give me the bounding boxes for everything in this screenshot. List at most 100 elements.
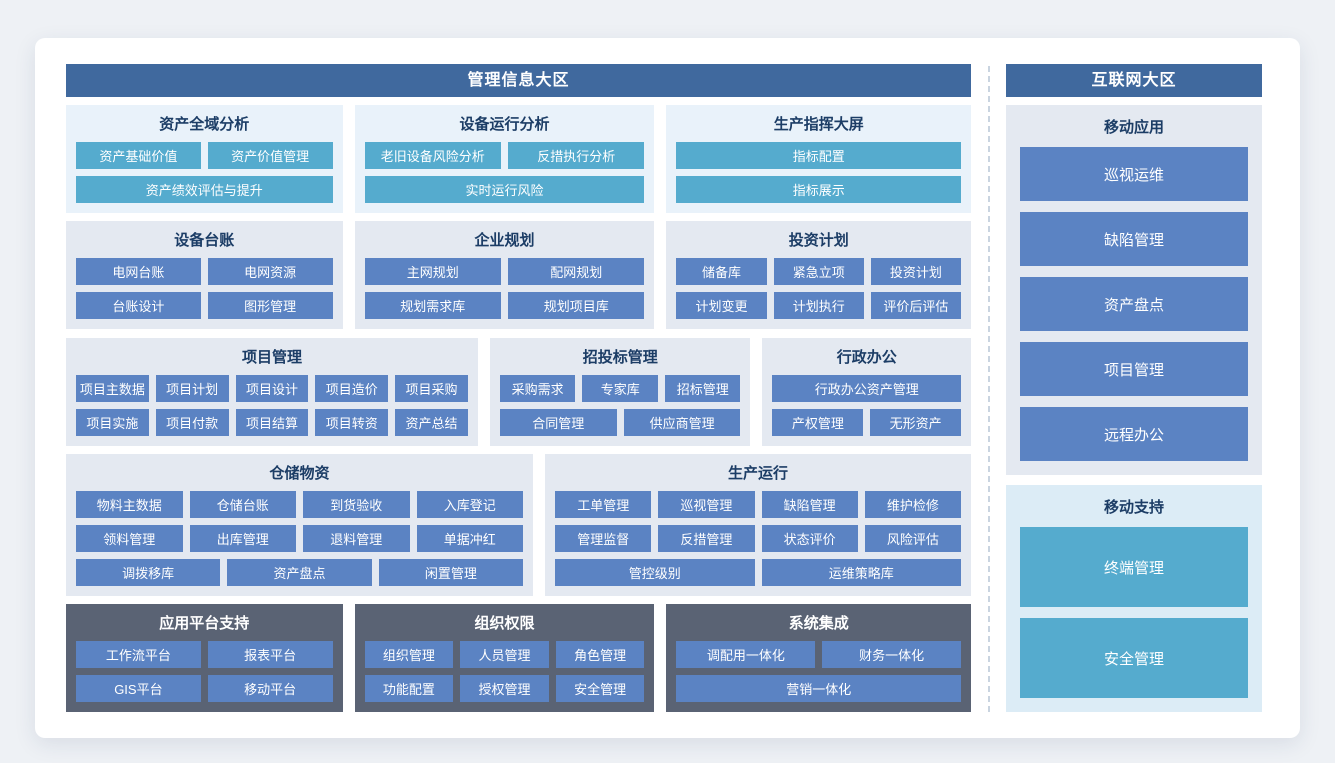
module-button[interactable]: 物料主数据 [76, 490, 183, 518]
module-button[interactable]: 安全管理 [555, 675, 645, 702]
module-button[interactable]: 营销一体化 [676, 675, 961, 702]
module-button[interactable]: 电网资源 [207, 258, 333, 286]
module-button[interactable]: 规划项目库 [508, 292, 645, 320]
module-group-panel: 生产指挥大屏指标配置指标展示 [666, 105, 971, 213]
module-button[interactable]: 专家库 [582, 374, 658, 402]
module-button[interactable]: 组织管理 [364, 641, 454, 668]
module-button-rows: 项目主数据项目计划项目设计项目造价项目采购项目实施项目付款项目结算项目转资资产总… [76, 374, 468, 436]
module-button[interactable]: 资产价值管理 [207, 142, 333, 169]
module-button[interactable]: 计划变更 [676, 292, 767, 320]
module-button[interactable]: 维护检修 [864, 490, 962, 518]
module-button[interactable]: 领料管理 [76, 524, 183, 552]
module-button[interactable]: 项目造价 [315, 374, 389, 402]
module-button[interactable]: 指标配置 [676, 142, 961, 169]
management-info-zone: 管理信息大区 资产全域分析资产基础价值资产价值管理资产绩效评估与提升设备运行分析… [66, 64, 971, 712]
module-button[interactable]: 出库管理 [189, 524, 297, 552]
module-button[interactable]: 项目设计 [235, 374, 309, 402]
module-button[interactable]: 工单管理 [555, 490, 652, 518]
module-group-title: 系统集成 [788, 615, 849, 632]
module-button[interactable]: 退料管理 [303, 524, 410, 552]
module-button[interactable]: 管理监督 [555, 524, 652, 552]
module-button[interactable]: 资产盘点 [227, 558, 372, 586]
module-button-rows: 工单管理巡视管理缺陷管理维护检修管理监督反措管理状态评价风险评估管控级别运维策略… [555, 490, 962, 586]
module-button[interactable]: 项目管理 [1020, 342, 1248, 396]
module-button[interactable]: 终端管理 [1020, 527, 1248, 607]
module-button-rows: 物料主数据仓储台账到货验收入库登记领料管理出库管理退料管理单据冲红调拨移库资产盘… [76, 490, 524, 586]
module-button[interactable]: 项目结算 [235, 408, 309, 436]
module-button[interactable]: 功能配置 [364, 675, 454, 702]
module-button[interactable]: GIS平台 [76, 675, 201, 702]
module-button[interactable]: 调拨移库 [76, 558, 221, 586]
module-group-title: 投资计划 [788, 232, 849, 250]
module-button[interactable]: 无形资产 [870, 408, 961, 436]
module-button[interactable]: 报表平台 [207, 641, 333, 668]
module-group-panel: 行政办公行政办公资产管理产权管理无形资产 [762, 337, 971, 446]
module-group-title: 生产指挥大屏 [773, 116, 864, 133]
module-button[interactable]: 资产盘点 [1020, 277, 1248, 331]
module-button[interactable]: 计划执行 [773, 292, 864, 320]
module-button-rows: 老旧设备风险分析反措执行分析实时运行风险 [364, 142, 645, 203]
module-button-rows: 终端管理安全管理 [1020, 527, 1248, 698]
module-button[interactable]: 工作流平台 [76, 641, 201, 668]
module-button[interactable]: 闲置管理 [378, 558, 524, 586]
module-button[interactable]: 老旧设备风险分析 [364, 142, 502, 169]
module-button-row: 项目主数据项目计划项目设计项目造价项目采购 [76, 374, 468, 402]
module-button[interactable]: 储备库 [676, 258, 767, 286]
module-button-row: 管控级别运维策略库 [555, 558, 962, 586]
module-button[interactable]: 规划需求库 [364, 292, 502, 320]
module-button[interactable]: 安全管理 [1020, 618, 1248, 698]
module-button[interactable]: 配网规划 [508, 258, 645, 286]
module-button[interactable]: 项目计划 [155, 374, 229, 402]
module-button[interactable]: 单据冲红 [416, 524, 524, 552]
module-button[interactable]: 管控级别 [555, 558, 755, 586]
internet-zone: 互联网大区 移动应用巡视运维缺陷管理资产盘点项目管理远程办公移动支持终端管理安全… [1006, 64, 1262, 712]
module-button-row: 规划需求库规划项目库 [364, 292, 645, 320]
module-button[interactable]: 仓储台账 [189, 490, 297, 518]
module-button-row: 老旧设备风险分析反措执行分析 [364, 142, 645, 169]
module-button[interactable]: 项目实施 [76, 408, 149, 436]
module-button-row: 产权管理无形资产 [772, 408, 961, 436]
module-button[interactable]: 采购需求 [499, 374, 576, 402]
module-button[interactable]: 资产总结 [395, 408, 468, 436]
module-button[interactable]: 项目主数据 [76, 374, 149, 402]
module-button[interactable]: 资产基础价值 [76, 142, 201, 169]
module-button[interactable]: 项目采购 [395, 374, 468, 402]
module-button[interactable]: 到货验收 [303, 490, 410, 518]
module-button[interactable]: 角色管理 [555, 641, 645, 668]
module-button[interactable]: 评价后评估 [870, 292, 962, 320]
module-button[interactable]: 项目付款 [155, 408, 229, 436]
module-button[interactable]: 合同管理 [499, 408, 617, 436]
module-button[interactable]: 远程办公 [1020, 407, 1248, 461]
module-button[interactable]: 移动平台 [207, 675, 333, 702]
module-button[interactable]: 供应商管理 [623, 408, 741, 436]
module-button[interactable]: 调配用一体化 [676, 641, 816, 668]
module-button-row: 资产绩效评估与提升 [76, 176, 333, 203]
module-button[interactable]: 缺陷管理 [1020, 212, 1248, 266]
module-button[interactable]: 资产绩效评估与提升 [76, 176, 333, 203]
module-button[interactable]: 反措管理 [658, 524, 755, 552]
module-button[interactable]: 授权管理 [460, 675, 549, 702]
module-group-title: 组织权限 [474, 615, 535, 632]
module-button[interactable]: 行政办公资产管理 [772, 374, 961, 402]
module-button[interactable]: 运维策略库 [761, 558, 962, 586]
module-button[interactable]: 状态评价 [761, 524, 858, 552]
module-button[interactable]: 巡视管理 [658, 490, 755, 518]
module-button[interactable]: 入库登记 [416, 490, 524, 518]
module-button[interactable]: 主网规划 [364, 258, 502, 286]
module-button[interactable]: 巡视运维 [1020, 147, 1248, 201]
module-button[interactable]: 图形管理 [207, 292, 333, 320]
module-button[interactable]: 财务一体化 [822, 641, 962, 668]
module-button[interactable]: 产权管理 [772, 408, 864, 436]
module-button[interactable]: 缺陷管理 [761, 490, 858, 518]
module-button[interactable]: 紧急立项 [773, 258, 864, 286]
module-button[interactable]: 反措执行分析 [508, 142, 645, 169]
module-button[interactable]: 招标管理 [664, 374, 741, 402]
module-button[interactable]: 项目转资 [315, 408, 389, 436]
module-button[interactable]: 指标展示 [676, 176, 961, 203]
module-button[interactable]: 电网台账 [76, 258, 201, 286]
module-button[interactable]: 风险评估 [864, 524, 962, 552]
module-button[interactable]: 台账设计 [76, 292, 201, 320]
module-button[interactable]: 投资计划 [870, 258, 962, 286]
module-button[interactable]: 人员管理 [460, 641, 549, 668]
module-button[interactable]: 实时运行风险 [364, 176, 645, 203]
